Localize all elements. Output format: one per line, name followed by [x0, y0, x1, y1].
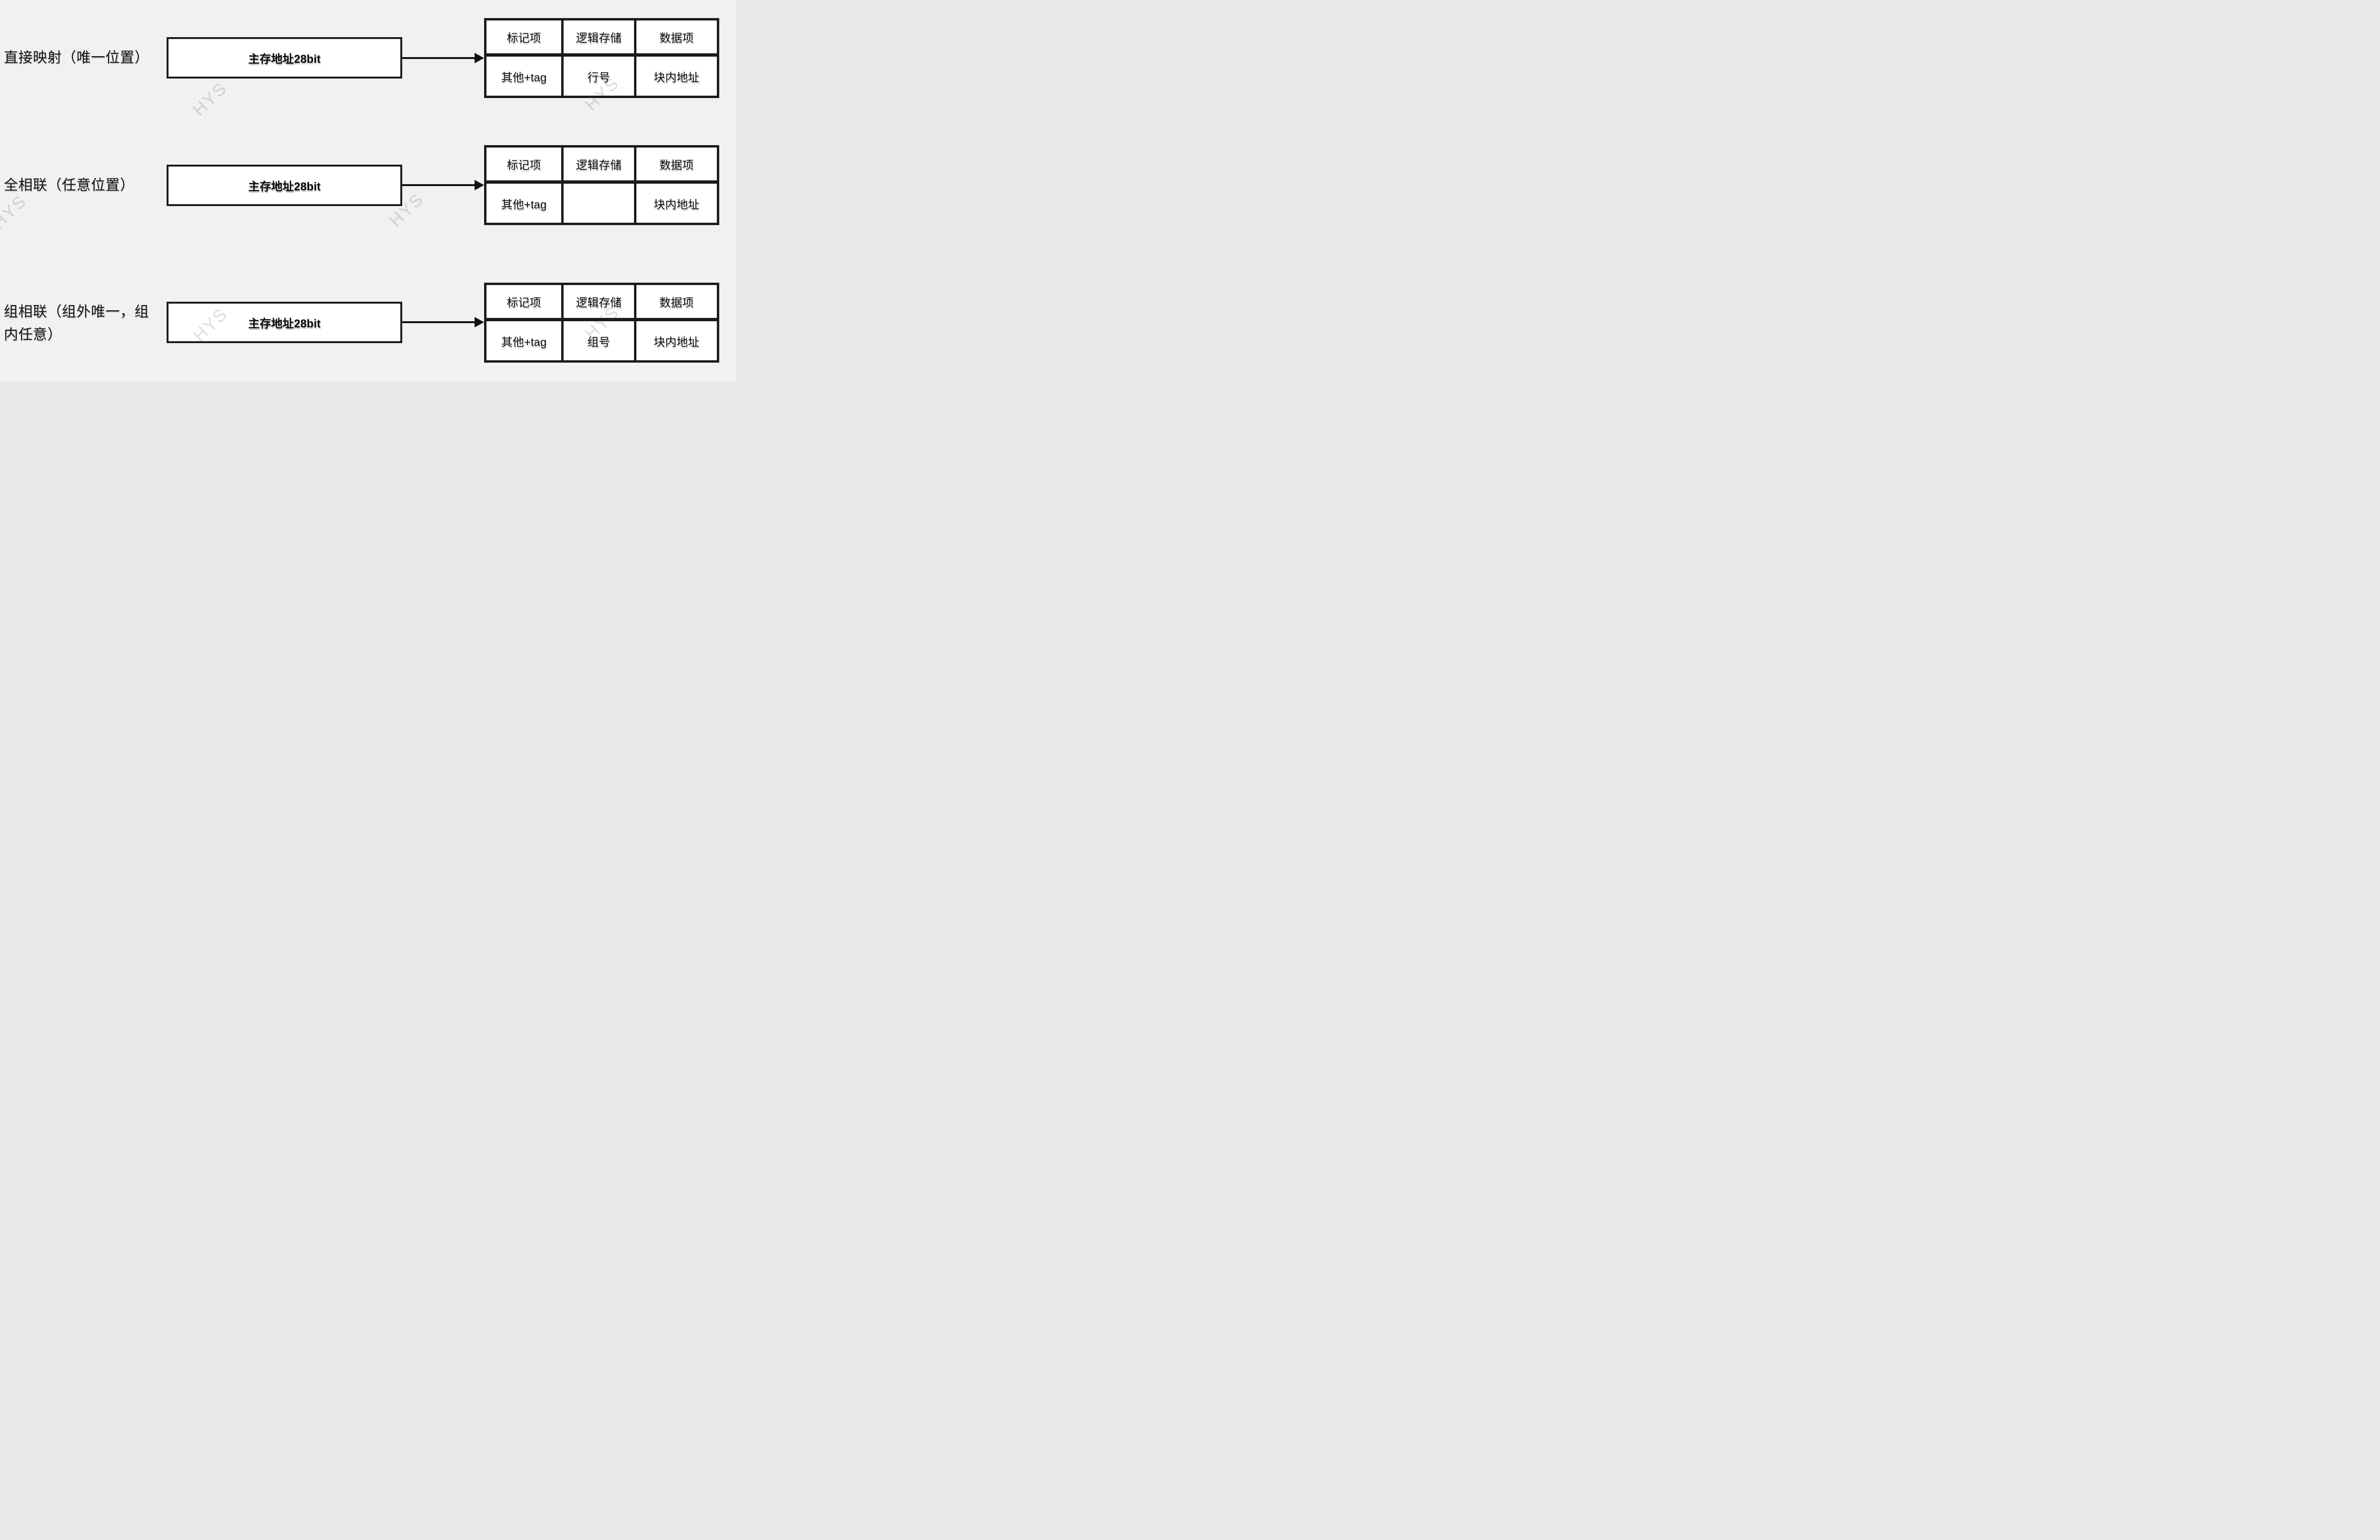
- table-cell: 逻辑存储: [564, 285, 636, 318]
- arrow-set-associative: [402, 317, 484, 327]
- row-label-line: 直接映射（唯一位置）: [4, 50, 149, 66]
- table-cell: 组号: [564, 321, 636, 360]
- arrow-head-icon: [475, 53, 484, 63]
- mapping-table-fully-associative: 标记项 逻辑存储 数据项 其他+tag 块内地址: [484, 145, 719, 225]
- row-label-fully-associative: 全相联（任意位置）: [4, 174, 135, 197]
- watermark: HYS: [188, 78, 231, 120]
- address-box-fully-associative: 主存地址28bit: [167, 165, 402, 206]
- row-label-line: 全相联（任意位置）: [4, 178, 135, 193]
- table-cell: 标记项: [486, 20, 564, 53]
- table-cell: 块内地址: [654, 336, 700, 349]
- arrow-line: [402, 321, 475, 323]
- watermark: HYS: [0, 191, 30, 233]
- row-label-set-associative: 组相联（组外唯一，组 内任意）: [4, 301, 149, 346]
- table-cell-empty: [564, 184, 636, 223]
- table-row: 标记项 逻辑存储 数据项: [486, 148, 717, 184]
- table-cell: 数据项: [659, 32, 694, 45]
- table-row: 其他+tag 块内地址: [486, 184, 717, 223]
- table-row: 标记项 逻辑存储 数据项: [486, 285, 717, 321]
- address-box-text: 主存地址28bit: [248, 180, 321, 193]
- arrow-head-icon: [475, 180, 484, 190]
- table-cell: 标记项: [486, 148, 564, 180]
- arrow-fully-associative: [402, 180, 484, 190]
- table-row: 标记项 逻辑存储 数据项: [486, 20, 717, 57]
- arrow-head-icon: [475, 317, 484, 327]
- cache-mapping-diagram: 直接映射（唯一位置） 主存地址28bit 标记项 逻辑存储 数据项 其他+tag…: [0, 0, 736, 381]
- table-cell: 标记项: [486, 285, 564, 318]
- mapping-table-direct-mapping: 标记项 逻辑存储 数据项 其他+tag 行号 块内地址: [484, 18, 719, 98]
- table-cell: 逻辑存储: [564, 148, 636, 180]
- table-cell: 数据项: [659, 296, 694, 309]
- address-box-text: 主存地址28bit: [248, 53, 321, 66]
- table-cell: 逻辑存储: [564, 20, 636, 53]
- arrow-line: [402, 57, 475, 59]
- table-cell: 数据项: [659, 159, 694, 172]
- arrow-line: [402, 184, 475, 186]
- row-label-line: 内任意）: [4, 327, 62, 343]
- table-cell: 块内地址: [654, 71, 700, 84]
- table-cell: 块内地址: [654, 198, 700, 211]
- table-cell: 其他+tag: [486, 321, 564, 360]
- address-box-text: 主存地址28bit: [248, 317, 321, 330]
- table-cell: 行号: [564, 57, 636, 96]
- table-row: 其他+tag 组号 块内地址: [486, 321, 717, 360]
- table-row: 其他+tag 行号 块内地址: [486, 57, 717, 96]
- address-box-direct-mapping: 主存地址28bit: [167, 37, 402, 79]
- table-cell: 其他+tag: [486, 184, 564, 223]
- table-cell: 其他+tag: [486, 57, 564, 96]
- row-label-direct-mapping: 直接映射（唯一位置）: [4, 47, 149, 69]
- arrow-direct-mapping: [402, 53, 484, 63]
- address-box-set-associative: 主存地址28bit: [167, 302, 402, 343]
- row-label-line: 组相联（组外唯一，组: [4, 304, 149, 320]
- mapping-table-set-associative: 标记项 逻辑存储 数据项 其他+tag 组号 块内地址: [484, 283, 719, 363]
